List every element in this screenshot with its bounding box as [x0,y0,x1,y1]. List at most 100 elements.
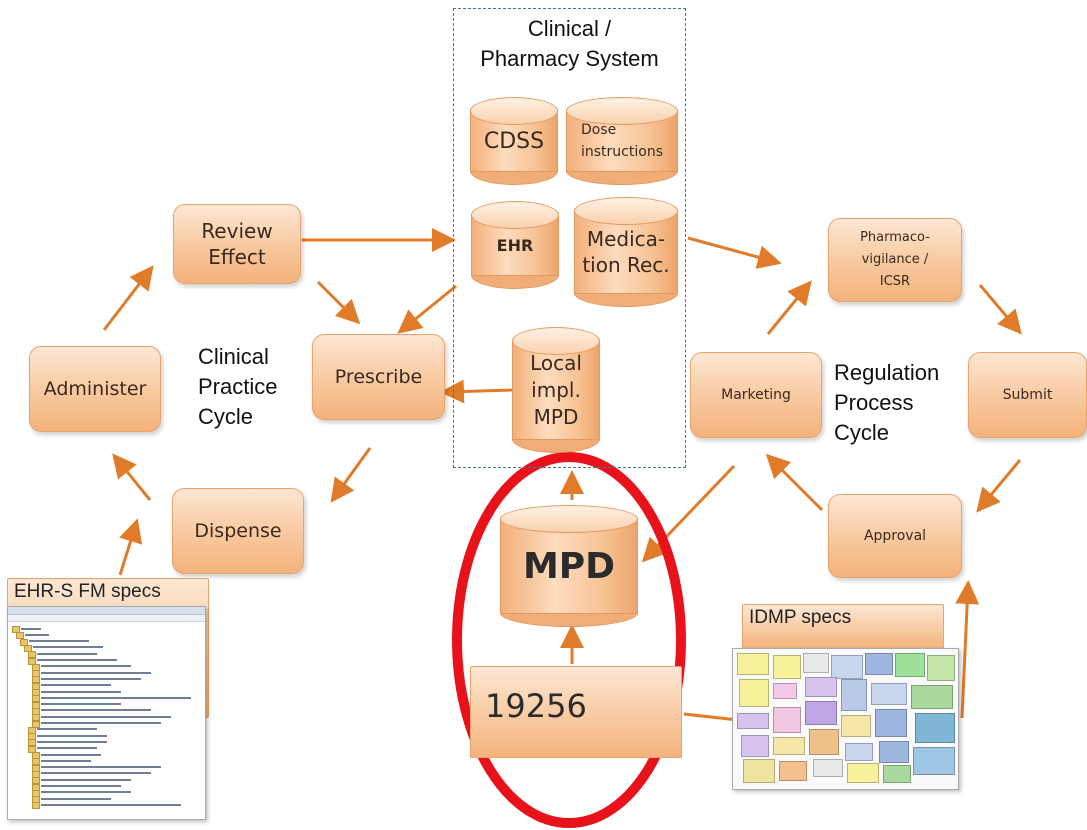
dose-label-line2: instructions [581,144,663,160]
marketing-box[interactable]: Marketing [690,352,822,438]
pv-label-line2: vigilance / [861,252,929,267]
dose-label-line1: Dose [581,122,617,138]
uml-class-box [773,737,805,755]
uml-class-box [739,679,769,707]
tree-node-text [41,753,101,756]
medrec-label-line2: tion Rec. [582,253,670,277]
local-label-line1: Local [530,350,582,375]
arrow-idmp-to-approval [955,580,980,719]
medication-record-database[interactable]: Medica- tion Rec. [574,197,678,307]
tree-node-text [37,728,97,731]
arrow-local-to-prescribe [440,379,513,404]
ehrs-fm-specs-label: EHR-S FM specs [14,581,161,602]
mpd-database[interactable]: MPD [500,505,638,627]
tree-node-text [33,646,103,649]
clinical-label-line1: Clinical [198,344,269,369]
tree-node-text [41,709,151,712]
administer-label: Administer [43,378,147,400]
tree-node-text [41,684,111,687]
standard-19256-label: 19256 [485,687,587,725]
clinical-practice-cycle-label: Clinical Practice Cycle [198,342,277,432]
idmp-specs-card[interactable]: IDMP specs [742,604,944,650]
tree-node-text [41,759,91,762]
ehr-database[interactable]: EHR [471,201,559,289]
arrow-submit-to-approval [976,459,1022,513]
idmp-uml-diagram-thumbnail [732,648,959,790]
uml-class-box [841,715,871,737]
approval-label: Approval [863,528,927,544]
uml-class-box [805,701,837,725]
tree-node-text [25,633,49,636]
tree-node-text [41,785,121,787]
clinical-system-title-line1: Clinical / [527,16,612,41]
regulation-label-line1: Regulation [834,360,940,385]
clinical-label-line3: Cycle [198,404,254,429]
dispense-label: Dispense [194,520,282,542]
tree-node-text [37,734,107,737]
tree-node-text [41,677,141,680]
uml-class-box [737,653,769,675]
review-label-line1: Review [201,219,273,243]
mpd-label: MPD [522,545,616,587]
uml-class-box [773,655,801,679]
uml-class-box [813,759,843,777]
dispense-box[interactable]: Dispense [172,488,304,574]
idmp-uml-boxes [733,649,958,789]
pv-label-line1: Pharmaco- [860,230,930,245]
prescribe-box[interactable]: Prescribe [312,334,445,420]
uml-class-box [915,713,955,743]
uml-class-box [779,761,807,781]
uml-class-box [883,765,911,783]
clinical-label-line2: Practice [198,374,278,399]
pv-label-line3: ICSR [879,274,911,289]
submit-box[interactable]: Submit [968,352,1087,438]
submit-label: Submit [1002,387,1053,403]
arrow-pv-to-submit [978,284,1022,335]
medrec-label-line1: Medica- [586,227,666,251]
pharmacovigilance-box[interactable]: Pharmaco- vigilance / ICSR [828,218,962,302]
regulation-label-line3: Cycle [834,420,890,445]
uml-class-box [911,685,953,709]
tree-node-text [41,772,151,775]
regulation-process-cycle-label: Regulation Process Cycle [834,358,939,448]
uml-class-box [737,713,769,729]
tree-node-text [41,803,181,806]
uml-class-box [831,655,863,679]
tree-node-text [41,791,131,794]
cdss-label: CDSS [483,128,545,154]
regulation-label-line2: Process [834,390,914,415]
ehrs-tree-view [8,622,205,812]
arrow-review-to-prescribe [316,280,361,325]
marketing-label: Marketing [721,387,791,403]
tree-node-icon [32,802,40,810]
uml-class-box [895,653,925,677]
tree-node-text [41,665,131,668]
tree-node-text [41,797,111,800]
review-label-line2: Effect [208,245,266,269]
review-effect-box[interactable]: Review Effect [173,204,301,284]
local-impl-mpd-database[interactable]: Local impl. MPD [512,327,600,453]
approval-box[interactable]: Approval [828,494,962,578]
tree-node-text [41,722,161,724]
administer-box[interactable]: Administer [29,346,161,432]
cdss-database[interactable]: CDSS [470,97,558,185]
uml-class-box [871,683,907,705]
dose-instructions-database[interactable]: Dose instructions [566,97,678,185]
uml-class-box [927,655,955,681]
tree-node-text [41,778,131,781]
prescribe-label: Prescribe [334,366,423,388]
tree-node-text [41,715,171,718]
uml-class-box [845,743,873,761]
uml-class-box [913,747,955,775]
idmp-specs-label: IDMP specs [749,607,852,628]
arrow-dispense-to-administer [112,453,152,501]
highlight-circle [452,452,686,828]
uml-class-box [773,683,797,699]
tree-node-text [41,766,161,769]
standard-19256-document[interactable]: 19256 [470,666,682,758]
uml-class-box [743,759,775,783]
uml-class-box [865,653,893,675]
tree-node-text [21,627,41,630]
ehr-label: EHR [496,235,534,255]
arrow-system-to-pv [687,236,782,269]
